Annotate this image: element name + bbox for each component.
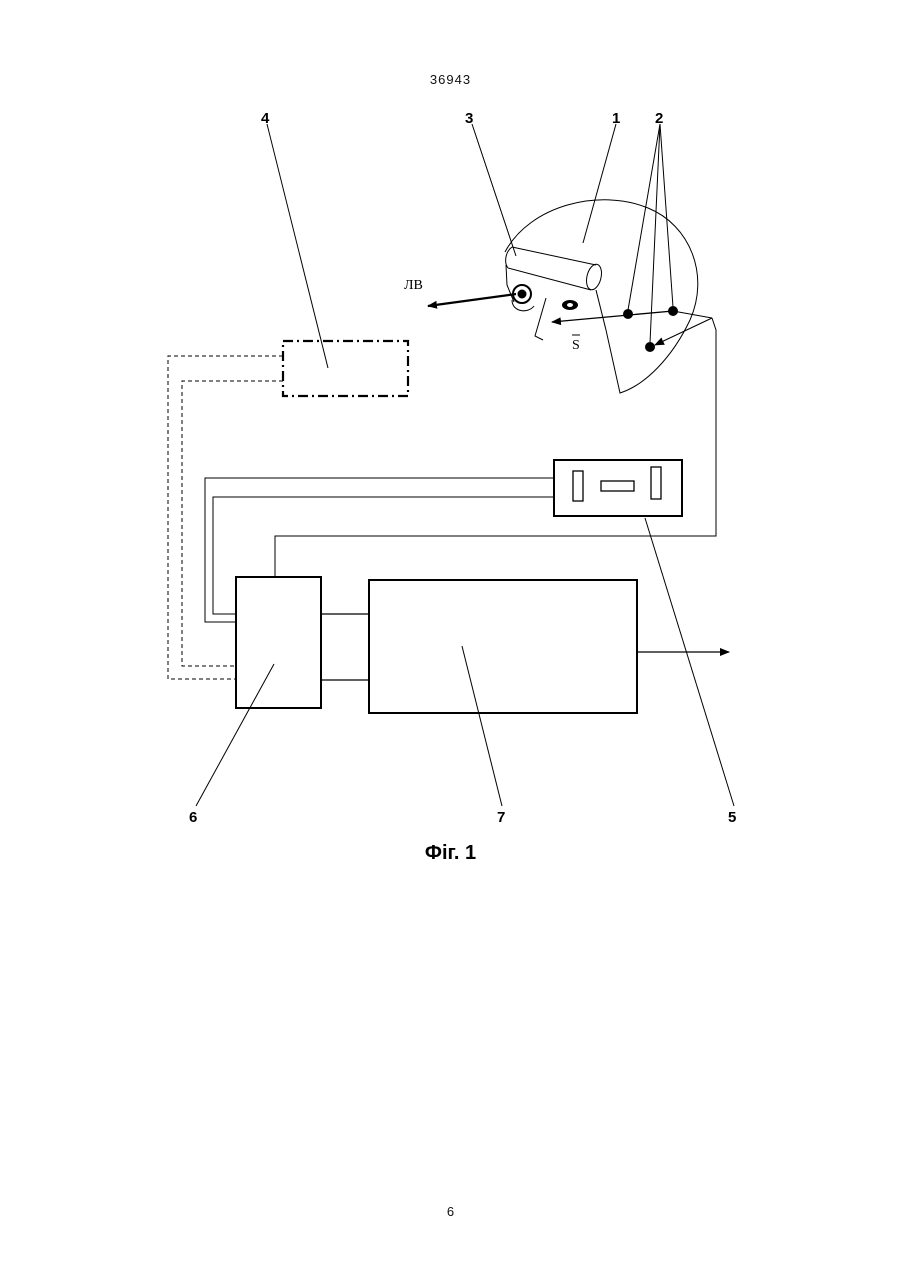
callout-3: 3: [465, 110, 473, 127]
callout-6: 6: [189, 809, 197, 826]
helmet-cable: [275, 318, 716, 577]
face-marker: [562, 300, 578, 310]
face-contour: [535, 298, 546, 340]
eye-icon: [512, 285, 534, 311]
leader-line-7: [462, 646, 502, 806]
sensor-link: [655, 318, 712, 345]
leader-line-1: [583, 124, 616, 243]
callout-4: 4: [261, 110, 270, 127]
block-6: [236, 577, 321, 708]
sensor-dot: [645, 342, 655, 352]
leader-line-5: [645, 518, 734, 806]
dashed-link-outer: [168, 356, 283, 679]
callout-5: 5: [728, 809, 736, 826]
callout-2: 2: [655, 110, 663, 127]
gaze-label: ЛВ: [404, 278, 423, 293]
page-number: 6: [0, 1204, 901, 1219]
block-5: [554, 460, 682, 516]
dashed-link-inner: [182, 381, 283, 666]
block5-link-inner: [213, 497, 554, 614]
leader-line-2b: [650, 124, 660, 343]
callout-7: 7: [497, 809, 505, 826]
camera-cylinder: [506, 247, 606, 330]
helmet-shell: [505, 200, 698, 393]
sensor-dot: [623, 309, 633, 319]
block-7: [369, 580, 637, 713]
block5-link-outer: [205, 478, 554, 622]
vector-s-arrow: [552, 311, 673, 322]
sensor-link: [673, 311, 712, 318]
callout-1: 1: [612, 110, 620, 127]
leader-line-3: [472, 124, 516, 256]
leader-line-4: [267, 124, 328, 368]
figure-caption: Фіг. 1: [0, 842, 901, 865]
gaze-direction-arrow: [428, 294, 516, 306]
vector-s-label: S: [572, 338, 580, 353]
leader-line-2a: [628, 124, 660, 310]
block-4: [283, 341, 408, 396]
